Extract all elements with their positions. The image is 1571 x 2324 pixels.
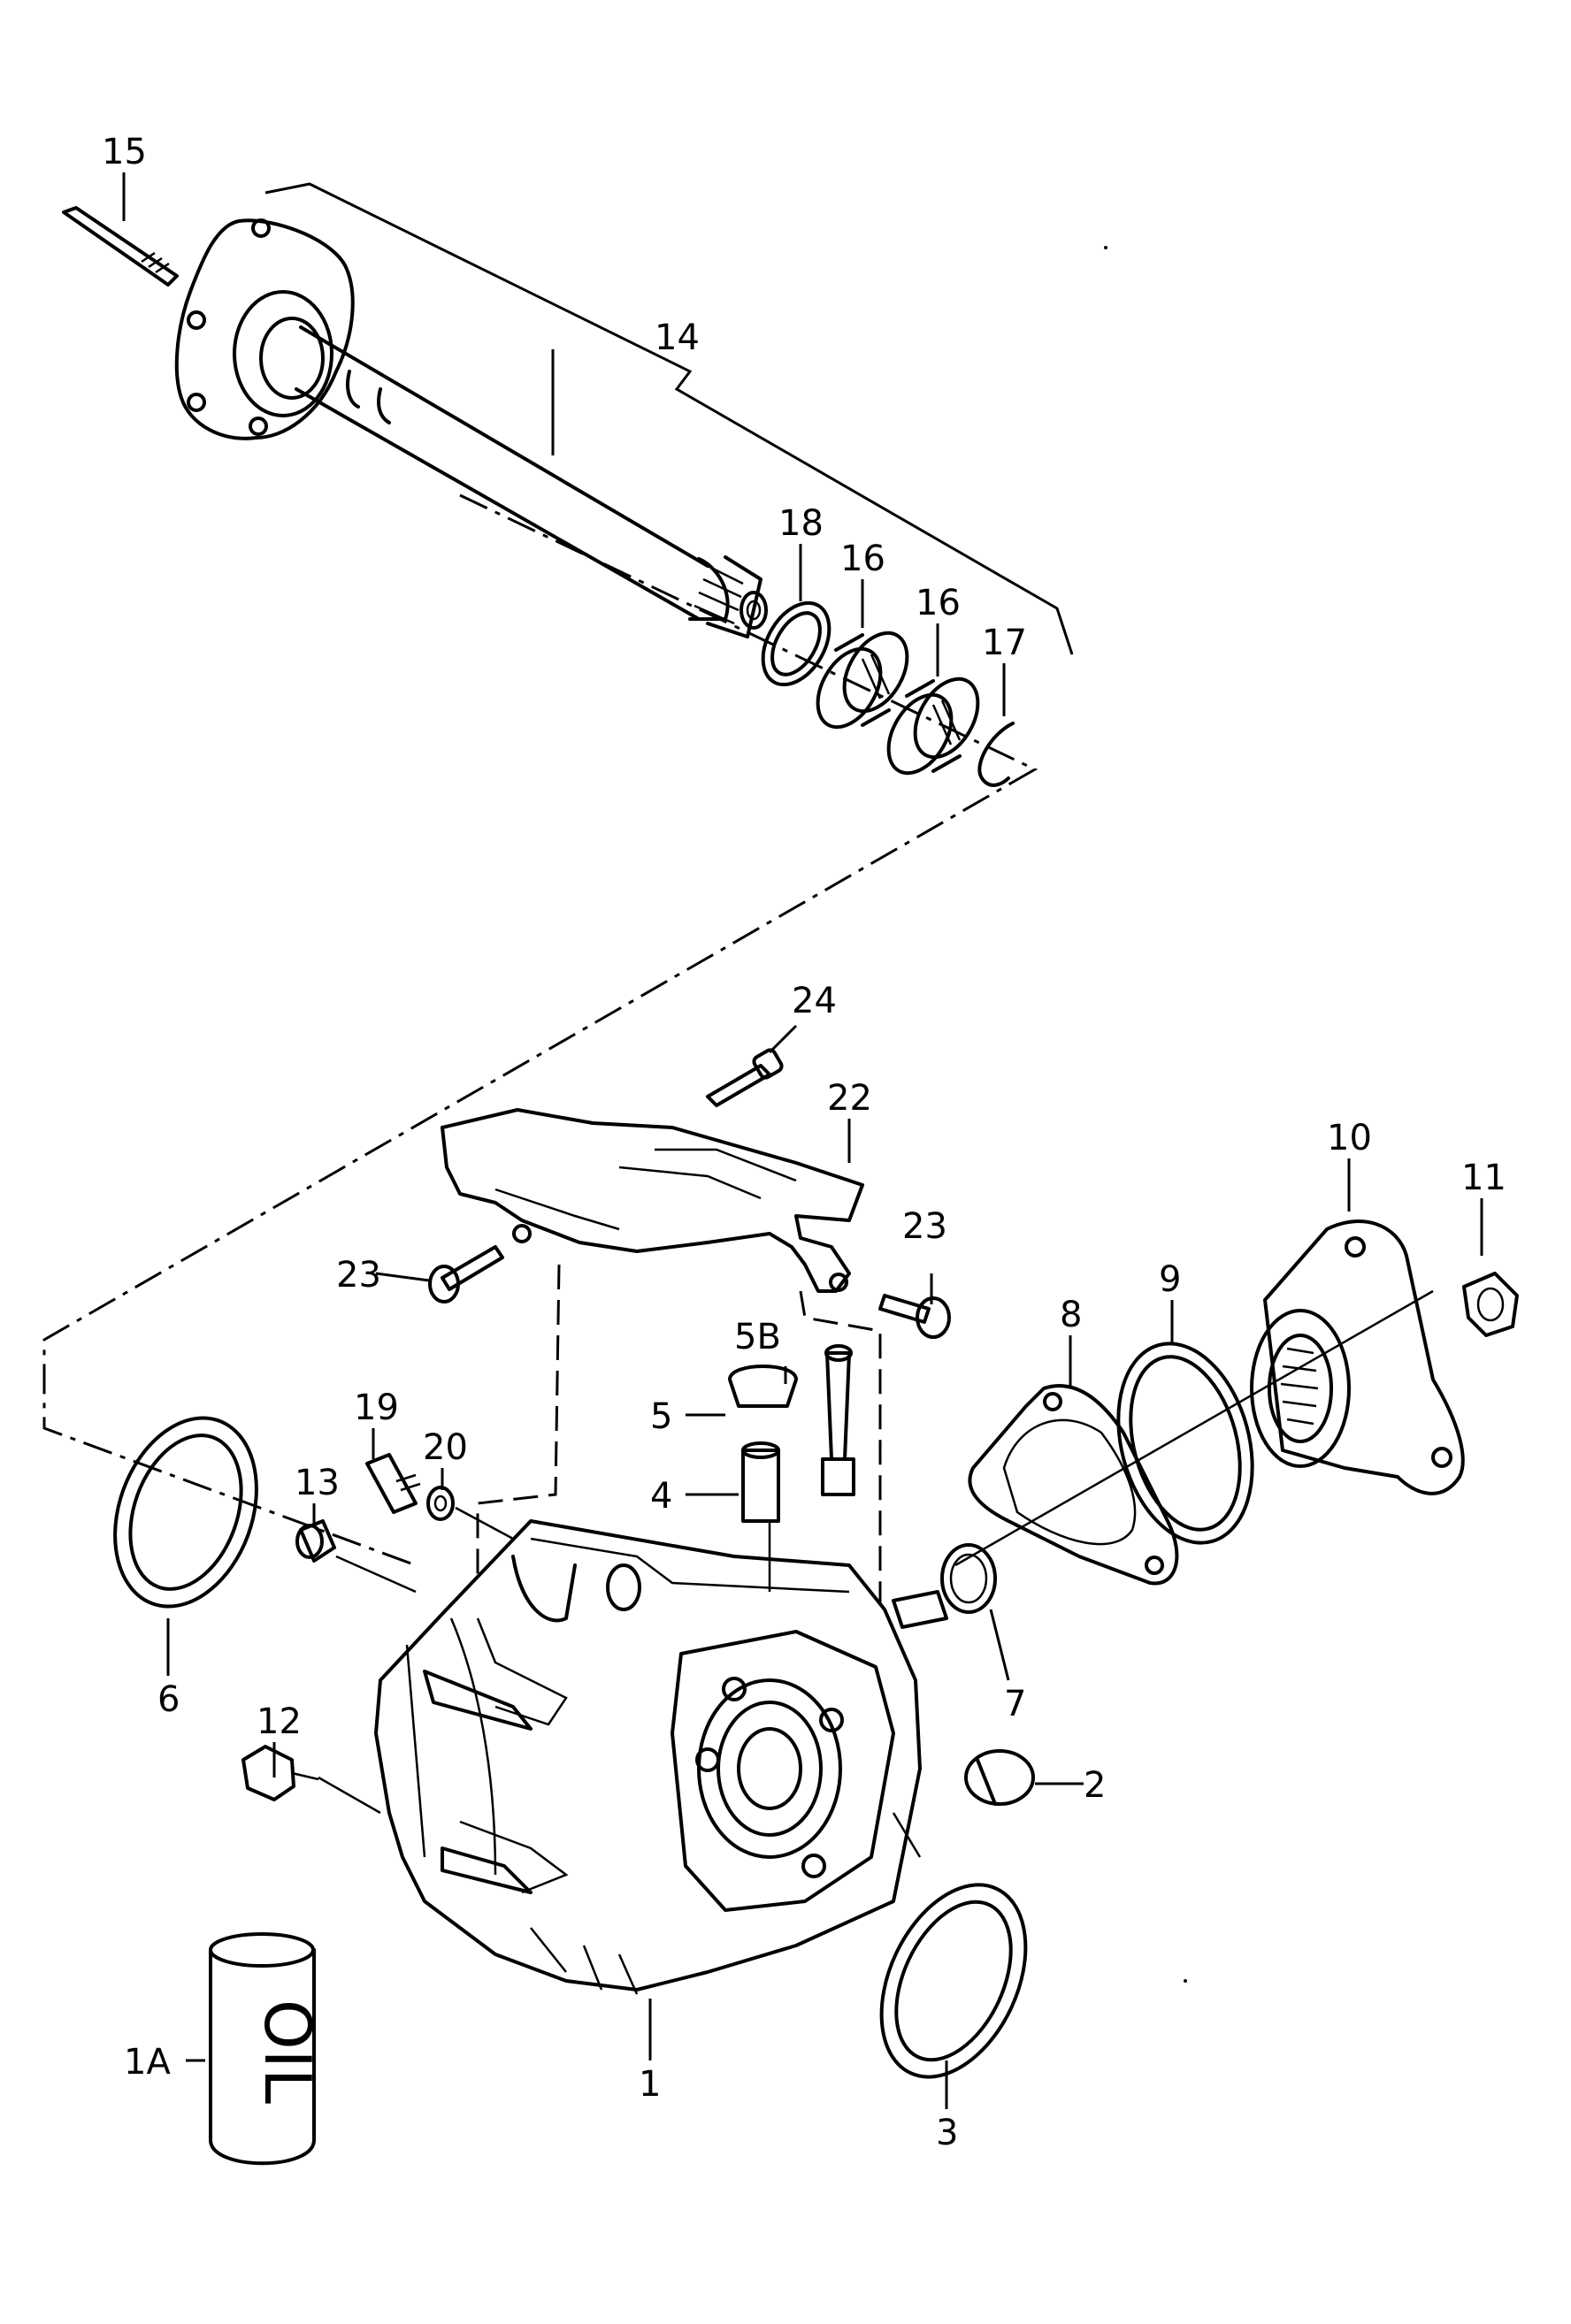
label-17: 17 bbox=[982, 623, 1027, 663]
label-7: 7 bbox=[1004, 1684, 1026, 1724]
leader-lines bbox=[122, 172, 1483, 2109]
label-16b: 16 bbox=[916, 583, 961, 623]
label-15: 15 bbox=[102, 132, 147, 172]
seal-ring-9 bbox=[1116, 1342, 1254, 1545]
plug-5 bbox=[728, 1365, 798, 1408]
oil-can-1A: OIL bbox=[209, 1932, 325, 2166]
part-labels: 15 14 18 16 16 17 24 22 10 11 23 23 8 9 … bbox=[102, 132, 1506, 2153]
oil-can-text: OIL bbox=[250, 1999, 325, 2104]
label-2: 2 bbox=[1084, 1765, 1106, 1806]
label-18: 18 bbox=[778, 503, 824, 544]
label-24: 24 bbox=[792, 981, 837, 1021]
mounting-bracket-22 bbox=[441, 1108, 882, 1680]
label-19: 19 bbox=[354, 1388, 399, 1428]
gasket-8 bbox=[968, 1384, 1179, 1586]
bolt-15 bbox=[62, 206, 179, 287]
shaft-flange bbox=[174, 218, 355, 440]
label-10: 10 bbox=[1327, 1118, 1372, 1158]
washer-20 bbox=[426, 1486, 455, 1521]
label-11: 11 bbox=[1461, 1158, 1506, 1198]
label-22: 22 bbox=[827, 1078, 872, 1119]
drive-shaft-assembly bbox=[42, 182, 1074, 1567]
label-23b: 23 bbox=[902, 1206, 947, 1247]
breather-5B bbox=[821, 1344, 855, 1496]
label-12: 12 bbox=[257, 1701, 302, 1742]
label-16a: 16 bbox=[840, 539, 885, 579]
label-23a: 23 bbox=[336, 1255, 381, 1296]
bolt-23b bbox=[878, 1294, 951, 1339]
label-13: 13 bbox=[295, 1463, 340, 1503]
seal-ring-3 bbox=[879, 1883, 1028, 2079]
drive-shaft bbox=[295, 325, 768, 638]
label-14: 14 bbox=[655, 317, 700, 358]
sensor-19 bbox=[365, 1453, 421, 1514]
drain-plug-12 bbox=[241, 1745, 319, 1801]
label-20: 20 bbox=[423, 1427, 468, 1468]
label-5: 5 bbox=[650, 1396, 672, 1437]
gearbox-housing-1 bbox=[374, 1519, 948, 1995]
seal-ring-6 bbox=[113, 1416, 258, 1609]
pin-4 bbox=[741, 1441, 780, 1523]
cap-2 bbox=[964, 1749, 1035, 1806]
bolt-24 bbox=[706, 1048, 784, 1107]
nut-11 bbox=[1462, 1272, 1519, 1337]
label-5B: 5B bbox=[734, 1317, 781, 1357]
plug-13 bbox=[295, 1519, 336, 1563]
needle-bearing-16b bbox=[886, 677, 980, 776]
bolt-23a bbox=[428, 1245, 504, 1303]
output-flange-10 bbox=[1250, 1219, 1465, 1495]
label-6: 6 bbox=[157, 1679, 180, 1720]
label-4: 4 bbox=[650, 1476, 672, 1517]
label-3: 3 bbox=[936, 2113, 958, 2153]
label-9: 9 bbox=[1159, 1259, 1181, 1300]
seal-ring-18 bbox=[761, 600, 831, 687]
circlip-17 bbox=[977, 722, 1015, 787]
needle-bearing-16a bbox=[816, 631, 909, 730]
o-ring-7 bbox=[940, 1543, 997, 1614]
label-1A: 1A bbox=[124, 2042, 171, 2083]
label-8: 8 bbox=[1060, 1295, 1082, 1335]
label-1: 1 bbox=[639, 2064, 661, 2105]
